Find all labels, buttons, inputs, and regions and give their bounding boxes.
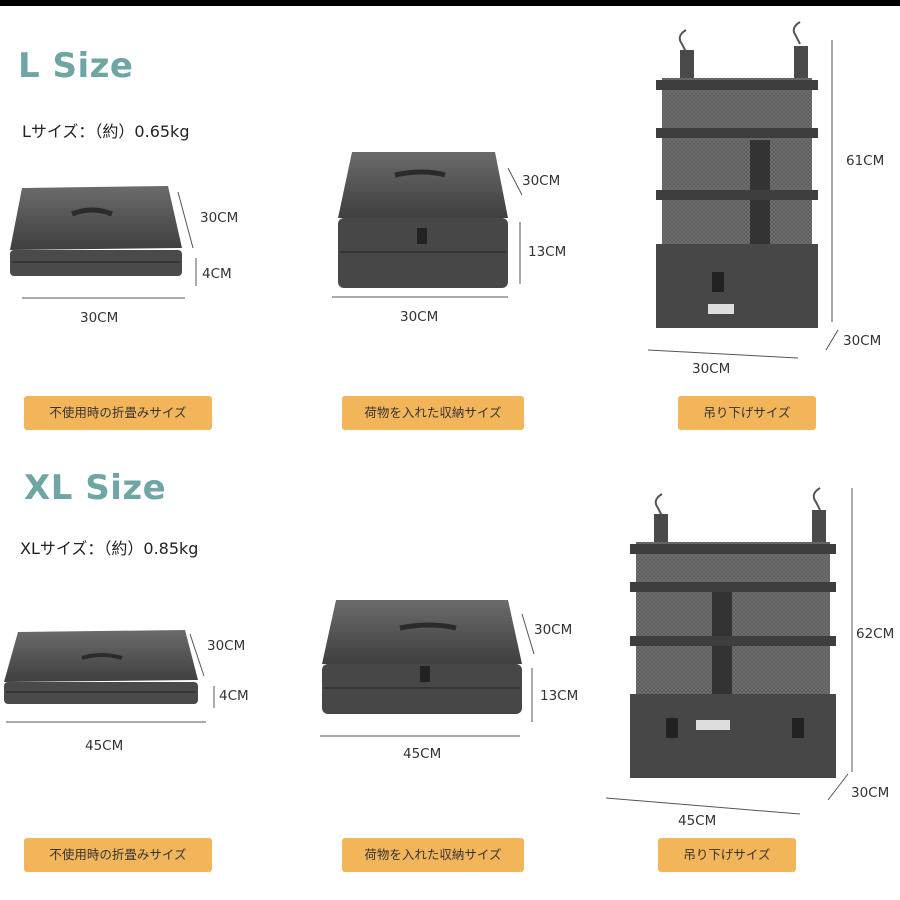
l-packed-depth-label: 30CM: [522, 173, 561, 189]
l-folded-bag-image: [10, 186, 182, 276]
l-packed-bag-image: [338, 152, 508, 288]
xl-packed-bag-image: [322, 600, 522, 714]
l-hanging-size-badge: 吊り下げサイズ: [678, 396, 816, 430]
l-hanging-depth-label: 30CM: [843, 333, 882, 349]
xl-hanging-width-label: 45CM: [678, 813, 717, 829]
xl-packed-width-label: 45CM: [403, 746, 442, 762]
xl-folded-size-badge: 不使用時の折畳みサイズ: [24, 838, 212, 872]
xl-folded-depth-label: 30CM: [207, 638, 246, 654]
xl-packed-depth-label: 30CM: [534, 622, 573, 638]
xl-packed-dimension-lines: [320, 613, 535, 737]
l-hanging-organizer-image: [656, 21, 818, 328]
xl-hanging-organizer-image: [630, 487, 836, 778]
l-packed-width-label: 30CM: [400, 309, 439, 325]
l-size-weight: Lサイズ：（約）0.65kg: [22, 122, 190, 141]
xl-hanging-size-badge: 吊り下げサイズ: [658, 838, 796, 872]
xl-size-heading: XL Size: [24, 468, 167, 508]
l-hanging-dimension-lines: [647, 40, 839, 359]
l-folded-width-label: 30CM: [80, 310, 119, 326]
xl-folded-width-label: 45CM: [85, 738, 124, 754]
l-packed-size-badge: 荷物を入れた収納サイズ: [342, 396, 524, 430]
xl-folded-dimension-lines: [6, 633, 215, 723]
l-folded-dimension-lines: [22, 191, 197, 299]
top-border: [0, 0, 900, 6]
xl-size-weight: XLサイズ：（約）0.85kg: [20, 539, 199, 558]
l-size-heading: L Size: [18, 46, 134, 86]
xl-folded-bag-image: [4, 630, 198, 704]
l-packed-height-label: 13CM: [528, 244, 567, 260]
l-hanging-height-label: 61CM: [846, 153, 885, 169]
l-folded-height-label: 4CM: [202, 266, 232, 282]
xl-hanging-dimension-lines: [605, 488, 853, 815]
l-folded-size-badge: 不使用時の折畳みサイズ: [24, 396, 212, 430]
l-hanging-width-label: 30CM: [692, 361, 731, 377]
xl-hanging-depth-label: 30CM: [851, 785, 890, 801]
xl-hanging-height-label: 62CM: [856, 626, 895, 642]
l-packed-dimension-lines: [332, 167, 523, 298]
xl-folded-height-label: 4CM: [219, 688, 249, 704]
xl-packed-size-badge: 荷物を入れた収納サイズ: [342, 838, 524, 872]
l-folded-depth-label: 30CM: [200, 210, 239, 226]
xl-packed-height-label: 13CM: [540, 688, 579, 704]
